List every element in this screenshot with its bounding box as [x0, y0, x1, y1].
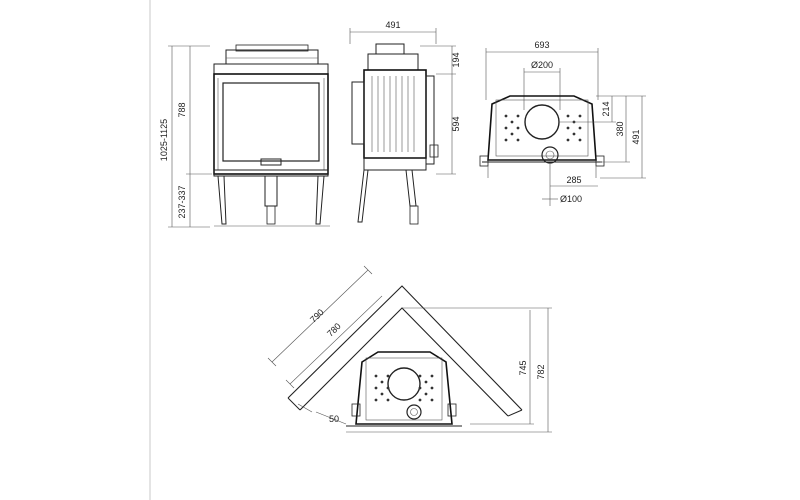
air-inlet-offset-label: 285: [566, 175, 581, 185]
side-outlet-height-label: 594: [451, 116, 461, 131]
side-depth-label: 491: [385, 20, 400, 30]
body-height-label: 788: [177, 102, 187, 117]
side-view: [349, 28, 456, 225]
top-width-label: 693: [534, 40, 549, 50]
air-inlet-diameter-label: Ø100: [560, 194, 582, 204]
side-top-offset-label: 194: [451, 52, 461, 67]
outer-length-label: 790: [308, 307, 326, 325]
front-view: [168, 44, 330, 228]
corner-view: [267, 265, 552, 433]
outer-height-label: 782: [536, 364, 546, 379]
wall-gap-label: 50: [329, 414, 339, 424]
flue-diameter-label: Ø200: [531, 60, 553, 70]
total-height-label: 1025-1125: [159, 119, 169, 161]
top-depth-label: 491: [631, 129, 641, 144]
dim-380-label: 380: [615, 121, 625, 136]
top-view: [479, 48, 646, 206]
leg-height-label: 237-337: [177, 185, 187, 218]
top-view-pattern: [504, 114, 582, 142]
inner-height-label: 745: [518, 360, 528, 375]
dim-214-label: 214: [601, 101, 611, 116]
